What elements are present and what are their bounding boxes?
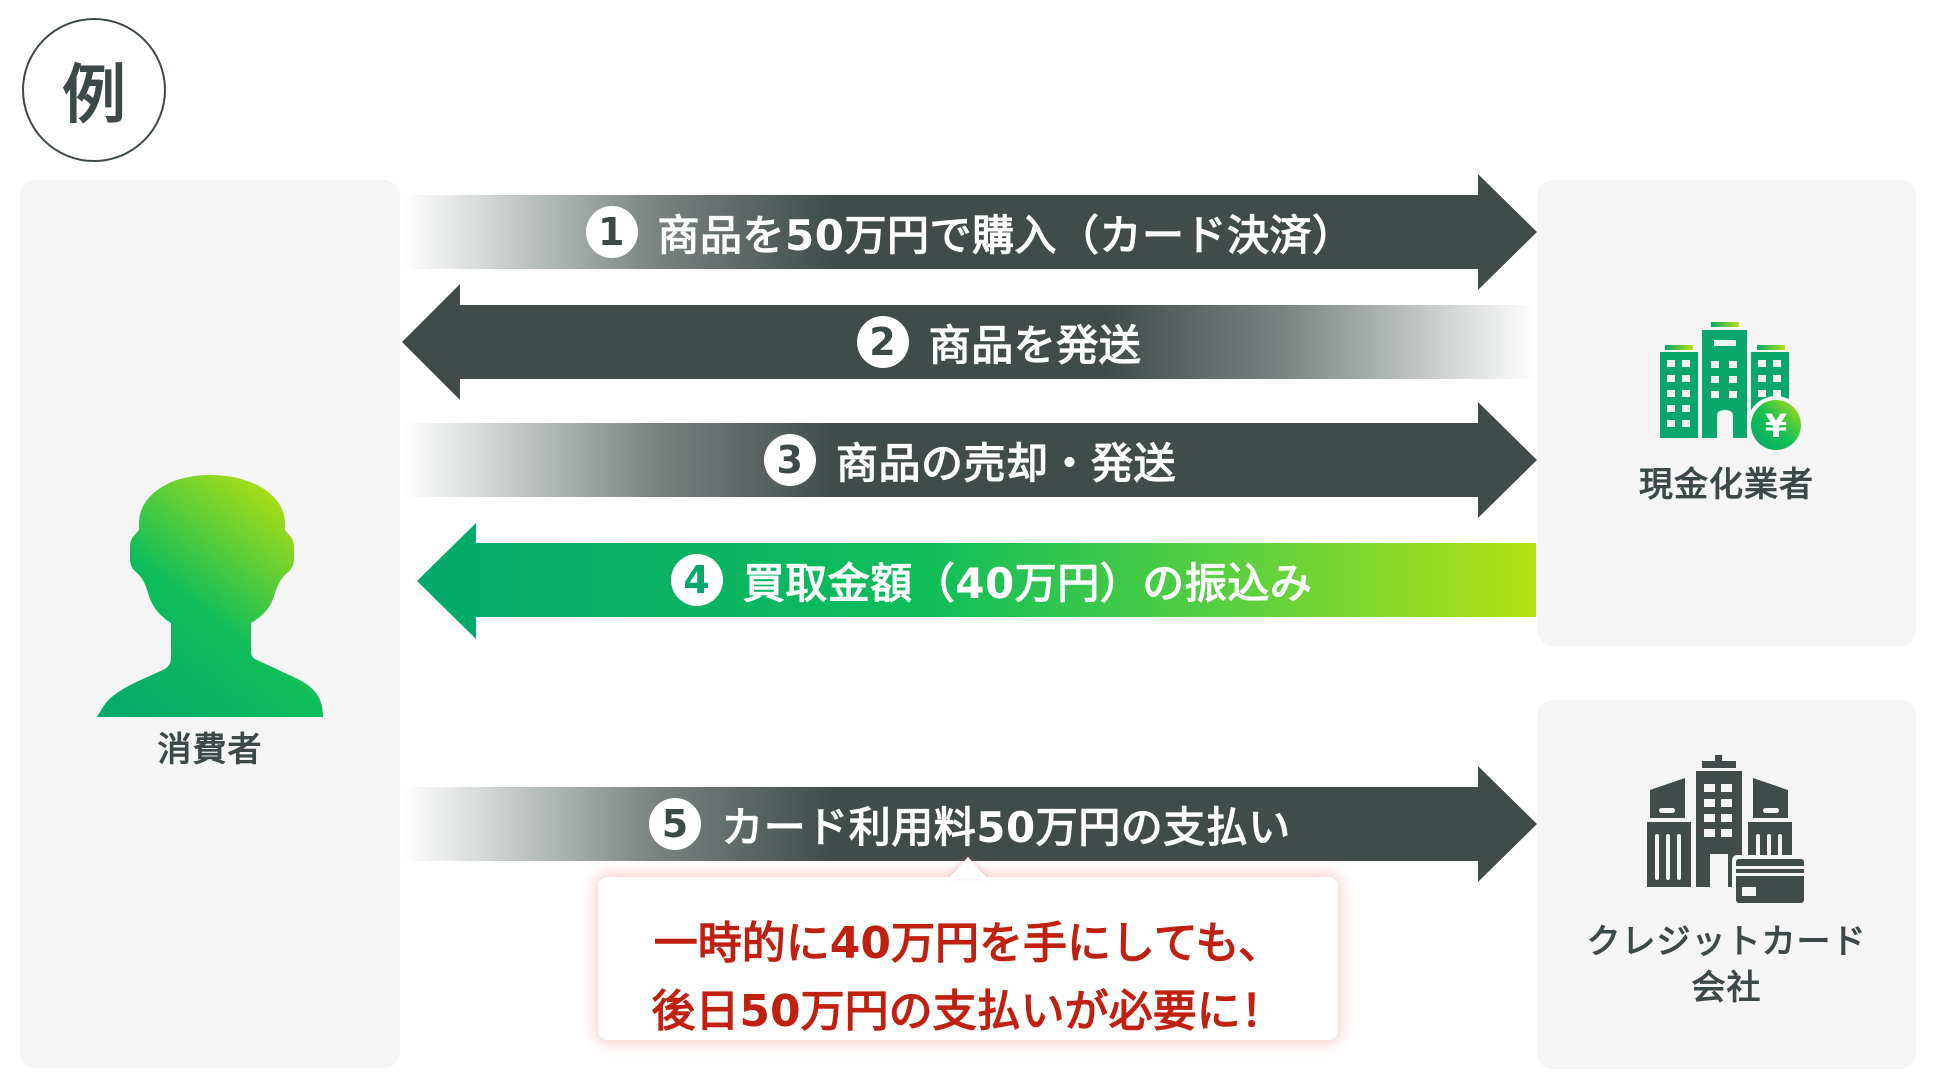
flow-3-label: 3 商品の売却・発送 [403,423,1537,497]
warning-callout: 一時的に40万円を手にしても、 後日50万円の支払いが必要に！ [598,877,1338,1040]
callout-line-1: 一時的に40万円を手にしても、 [653,918,1283,969]
flow-arrow-4: 4 買取金額（40万円）の振込み [417,523,1536,639]
step-number-4: 4 [670,554,723,606]
flow-4-text: 買取金額（40万円）の振込み [742,558,1313,608]
flow-arrow-3: 3 商品の売却・発送 [403,402,1537,518]
consumer-label: 消費者 [157,730,263,770]
step-number-5: 5 [649,798,702,850]
flow-arrow-2: 2 商品を発送 [402,284,1536,400]
step-number-3: 3 [763,434,816,486]
person-silhouette-icon [97,475,323,717]
flow-4-label: 4 買取金額（40万円）の振込み [447,543,1536,617]
example-badge: 例 [22,18,166,162]
card-company-label-line2: 会社 [1691,967,1762,1008]
cashing-business-label: 現金化業者 [1639,465,1814,505]
flow-1-label: 1 商品を50万円で購入（カード決済） [403,195,1537,269]
buildings-yen-icon: ¥ [1655,318,1815,458]
flow-arrow-5: 5 カード利用料50万円の支払い [403,766,1537,882]
step-number-2: 2 [856,316,909,368]
flow-1-text: 商品を50万円で購入（カード決済） [657,210,1355,260]
flow-2-text: 商品を発送 [928,320,1142,370]
callout-line-2: 後日50万円の支払いが必要に！ [651,986,1285,1037]
flow-5-label: 5 カード利用料50万円の支払い [403,787,1537,861]
card-company-label: クレジットカード 会社 [1537,920,1916,1012]
flow-3-text: 商品の売却・発送 [835,438,1176,488]
callout-pointer [948,857,988,879]
buildings-credit-card-icon [1645,754,1810,909]
card-company-label-line1: クレジットカード [1586,922,1867,962]
flow-2-label: 2 商品を発送 [462,305,1536,379]
example-label: 例 [62,59,126,133]
flow-5-text: カード利用料50万円の支払い [721,802,1291,852]
svg-text:¥: ¥ [1765,407,1787,445]
step-number-1: 1 [585,206,638,258]
flow-arrow-1: 1 商品を50万円で購入（カード決済） [403,174,1537,290]
cashing-business-panel [1537,180,1916,646]
